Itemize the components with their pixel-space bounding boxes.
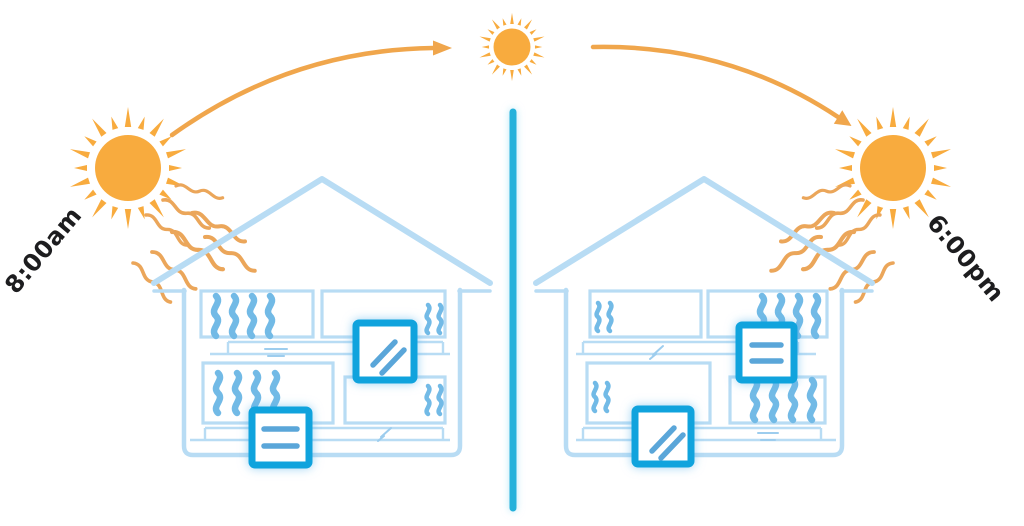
left-lower-slab-mark — [377, 427, 392, 442]
left-walls — [181, 287, 463, 458]
right-lower-floor-slab — [576, 426, 836, 442]
morning-sun-heat-waves-icon — [131, 179, 258, 307]
morning-sun-icon — [69, 107, 187, 229]
evening-sun-icon — [834, 107, 952, 229]
right-house-icon — [533, 176, 875, 468]
right-roof-icon — [533, 176, 875, 286]
right-room-upper-left — [588, 289, 703, 339]
evening-sun-heat-waves-icon — [768, 179, 895, 307]
left-roof-icon — [151, 176, 493, 286]
right-upper-floor-slab — [576, 340, 816, 356]
left-window-icon — [352, 319, 418, 384]
left-upper-slab-mark — [264, 348, 288, 357]
right-window-icon — [631, 405, 695, 468]
right-vent-icon — [735, 321, 798, 384]
morning-arc-arrow-icon — [169, 45, 436, 138]
left-vent-icon — [248, 406, 313, 469]
right-lower-slab-mark — [757, 432, 779, 441]
left-lower-floor-slab — [190, 426, 450, 442]
evening-arc-arrow-icon — [590, 44, 841, 120]
left-room-upper-left — [199, 289, 315, 339]
right-upper-slab-mark — [649, 345, 664, 360]
morning-arrow-head-icon — [433, 40, 452, 56]
evening-arrow-head-icon — [833, 110, 852, 126]
left-house-icon — [151, 176, 493, 469]
right-walls — [563, 287, 845, 458]
noon-sun-icon — [479, 13, 545, 81]
left-upper-floor-slab — [210, 340, 450, 356]
sun-path-arrows — [169, 40, 852, 138]
